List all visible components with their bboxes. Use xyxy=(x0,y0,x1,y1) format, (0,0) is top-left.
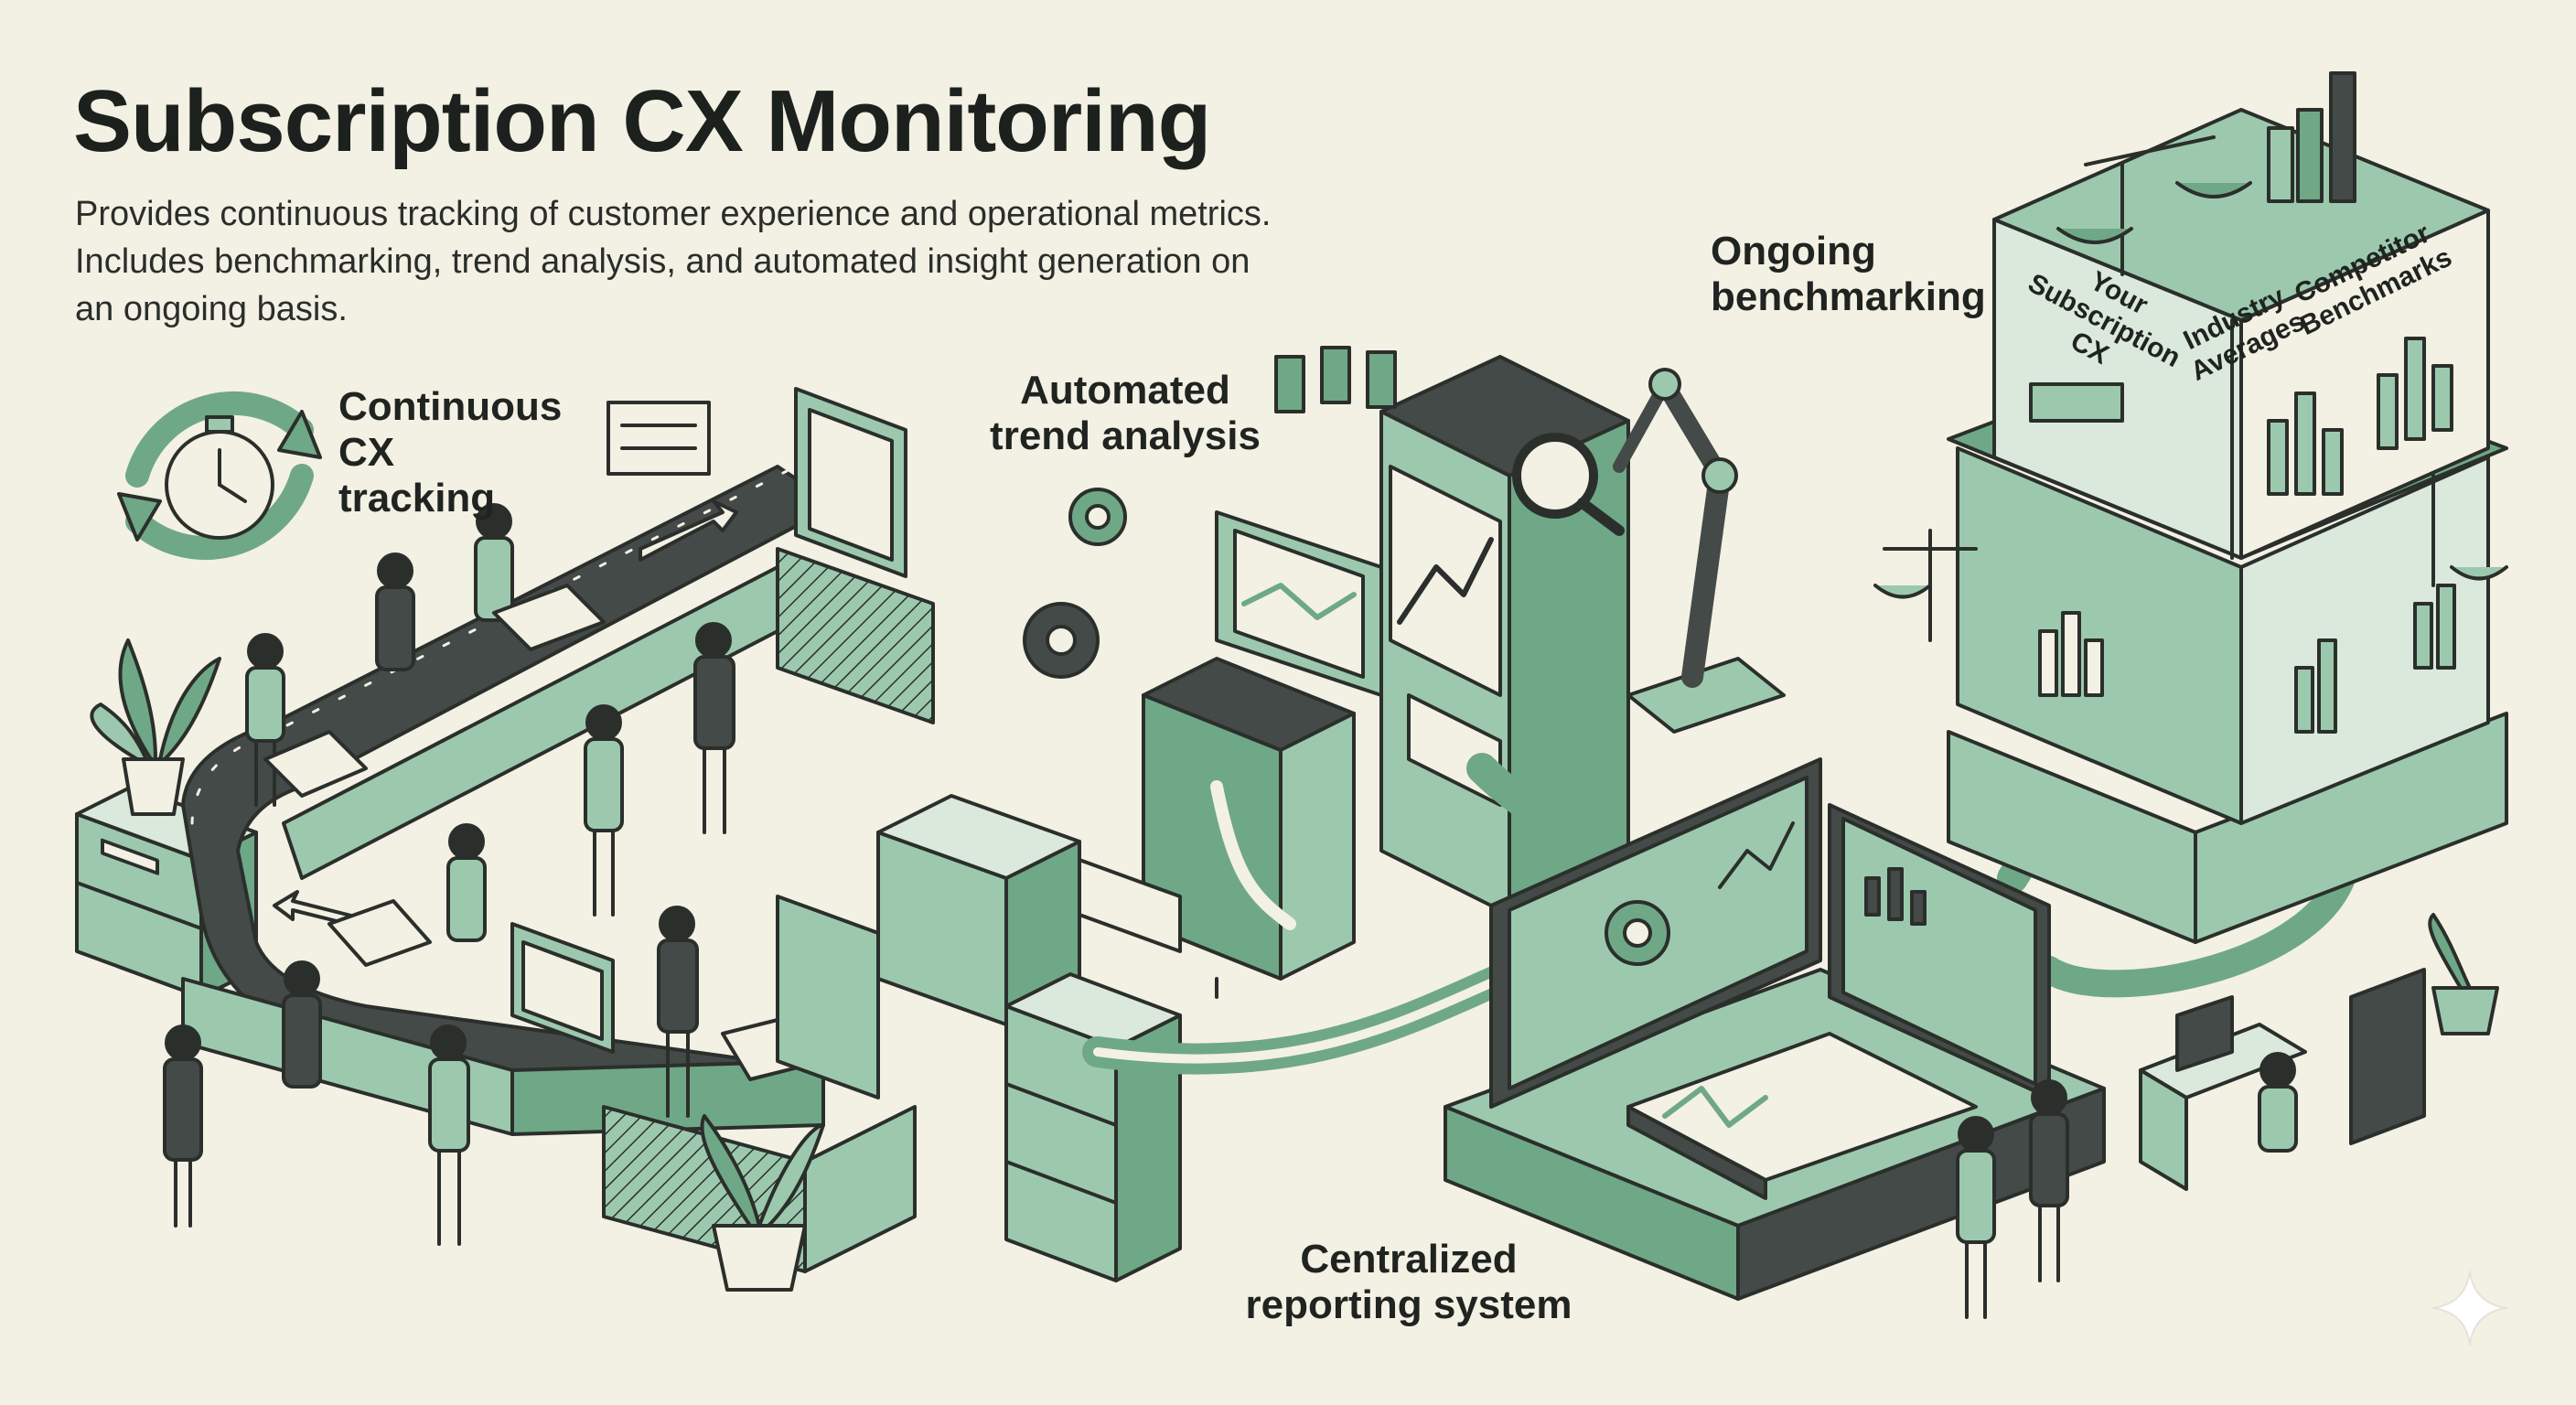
trend-machine xyxy=(1078,346,1630,999)
potted-plant-2 xyxy=(700,1114,825,1292)
label-trend-analysis: Automated trend analysis xyxy=(988,368,1262,459)
label-reporting-text: Centralized reporting system xyxy=(1245,1237,1572,1327)
cycle-clock-icon xyxy=(117,391,322,560)
filing-cabinet-2 xyxy=(1004,972,1182,1282)
magnifier-icon xyxy=(1512,433,1625,536)
reporting-workers xyxy=(1956,1079,2069,1319)
benchmark-tower xyxy=(1947,71,2508,944)
page-description: Provides continuous tracking of customer… xyxy=(75,195,1272,328)
label-benchmarking-text: Ongoing benchmarking xyxy=(1711,229,1986,319)
label-continuous-tracking-text: Continuous CX tracking xyxy=(338,384,563,520)
scale-icon xyxy=(1873,135,2508,642)
page-title: Subscription CX Monitoring xyxy=(73,72,1211,170)
potted-plant xyxy=(90,638,221,816)
monitor xyxy=(510,387,935,1054)
robot-arm-icon xyxy=(1613,368,1786,734)
report-binder xyxy=(1626,1032,1978,1200)
label-trend-analysis-text: Automated trend analysis xyxy=(990,368,1261,458)
sparkle-icon xyxy=(2432,1271,2507,1346)
workers xyxy=(163,503,735,1246)
label-reporting: Centralized reporting system xyxy=(1244,1237,1573,1328)
printer xyxy=(776,794,1081,1099)
right-workstation xyxy=(2139,913,2499,1191)
label-continuous-tracking: Continuous CX tracking xyxy=(338,384,563,521)
gear-icon xyxy=(1023,488,1127,679)
label-benchmarking: Ongoing benchmarking xyxy=(1711,229,1986,320)
